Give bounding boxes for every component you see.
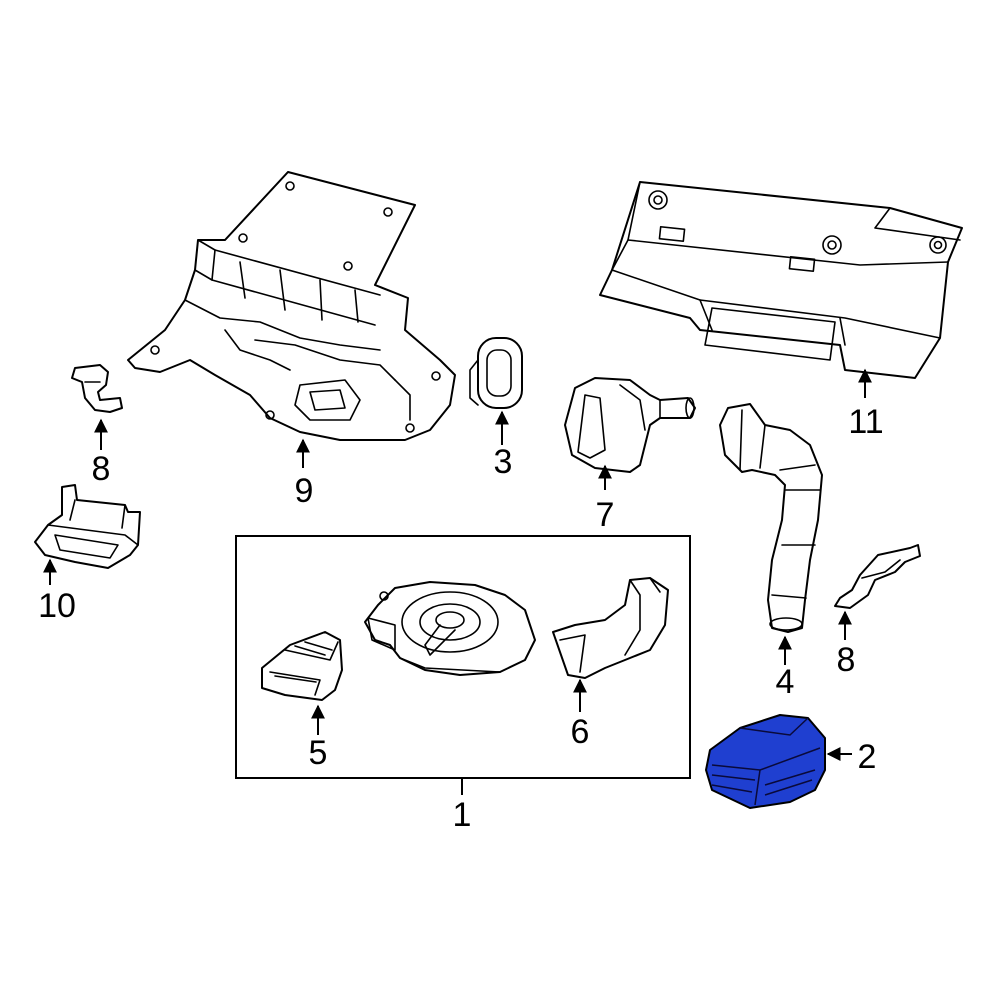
part-8-clip-right[interactable] <box>834 544 921 609</box>
part-3-grommet[interactable] <box>469 337 523 409</box>
callout-2: 2 <box>858 738 877 776</box>
part-5-duct[interactable] <box>261 631 343 701</box>
leader-arrows <box>43 368 872 795</box>
callout-3: 3 <box>494 443 513 481</box>
callout-8-right: 8 <box>837 641 856 679</box>
part-10-bracket[interactable] <box>34 484 141 569</box>
callout-6: 6 <box>571 713 590 751</box>
callout-8-left: 8 <box>92 450 111 488</box>
part-8-clip-left[interactable] <box>71 364 123 413</box>
callout-labels: 1 2 3 4 5 6 7 8 8 9 10 11 <box>38 403 884 834</box>
callout-4: 4 <box>776 663 795 701</box>
part-7-connector[interactable] <box>564 377 696 473</box>
callout-1: 1 <box>453 796 472 834</box>
part-4-hose[interactable] <box>719 403 823 633</box>
callout-9: 9 <box>295 472 314 510</box>
callout-7: 7 <box>596 496 615 534</box>
callout-5: 5 <box>309 734 328 772</box>
part-11-tray[interactable] <box>599 181 963 379</box>
part-6-duct[interactable] <box>552 577 669 679</box>
part-1-fan-housing[interactable] <box>364 581 536 676</box>
part-9-bracket[interactable] <box>127 171 456 441</box>
callout-10: 10 <box>38 587 76 625</box>
callout-11: 11 <box>848 403 883 441</box>
part-2-module[interactable] <box>705 714 826 809</box>
